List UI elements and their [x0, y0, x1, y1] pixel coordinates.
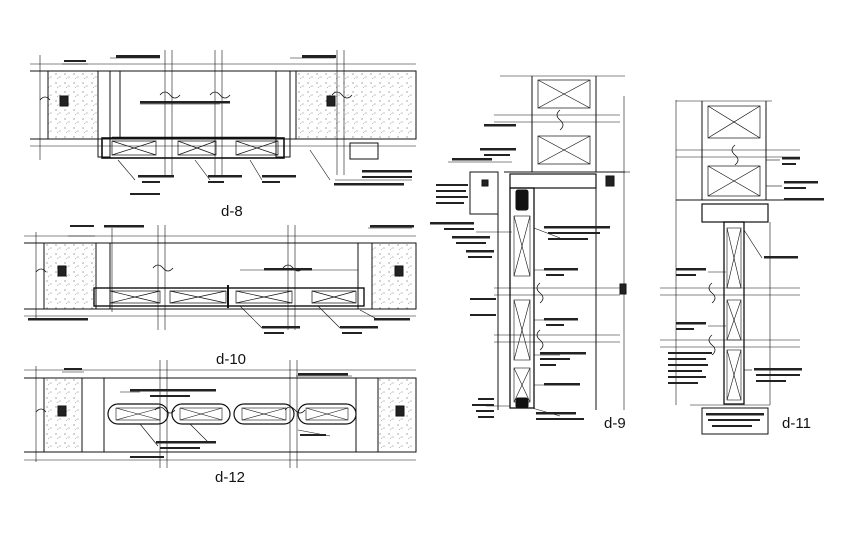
detail-label-d8: d-8 — [221, 203, 243, 220]
detail-d8-drawing — [30, 50, 417, 195]
detail-d11-drawing — [660, 100, 824, 435]
detail-d12-drawing — [24, 360, 417, 468]
detail-label-d12: d-12 — [215, 469, 246, 486]
detail-label-d11: d-11 — [782, 415, 811, 432]
detail-d9-drawing — [430, 75, 630, 420]
detail-label-d10: d-10 — [216, 351, 247, 368]
detail-label-d9: d-9 — [604, 415, 626, 432]
detail-d10-drawing — [24, 225, 417, 334]
